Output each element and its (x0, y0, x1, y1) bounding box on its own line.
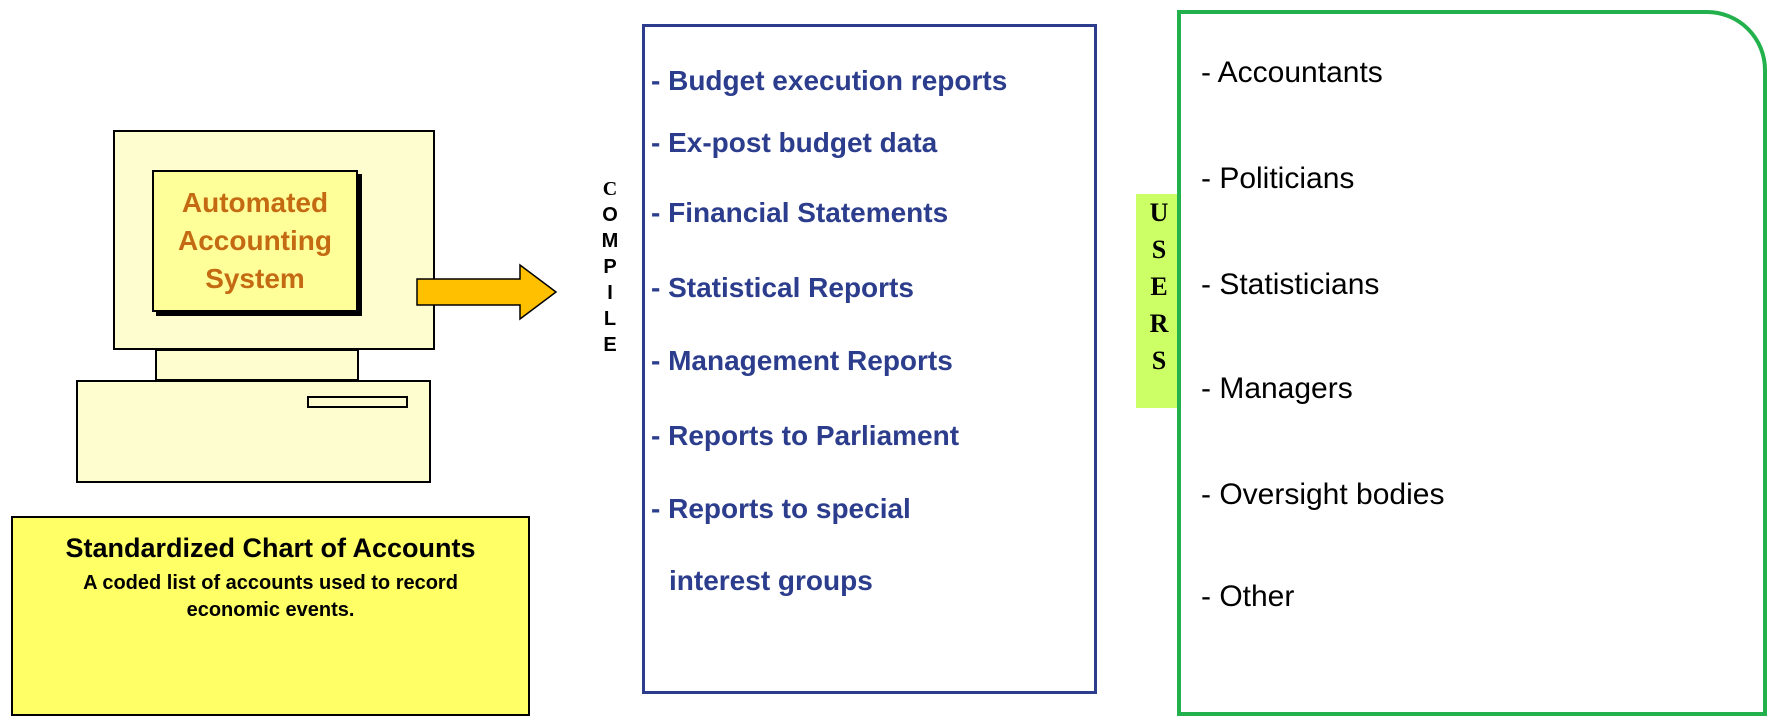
chart-of-accounts-description: A coded list of accounts used to record … (83, 572, 458, 621)
reports-box: - Budget execution reports - Ex-post budg… (642, 24, 1097, 694)
compile-letter: O (602, 204, 618, 226)
compile-letter: M (601, 230, 619, 252)
report-item: - Reports to Parliament (651, 420, 960, 451)
compile-letter: P (603, 256, 617, 278)
user-item: - Other (1201, 580, 1295, 613)
compile-letter: L (603, 308, 617, 330)
monitor-stand (155, 349, 359, 381)
user-item: - Politicians (1201, 162, 1355, 195)
compile-letter: C (602, 178, 618, 200)
report-item: - Statistical Reports (651, 272, 914, 303)
flow-arrow-icon (416, 263, 558, 321)
report-item: interest groups (669, 565, 873, 596)
compile-letter: E (603, 334, 617, 356)
disk-drive-slot (307, 396, 408, 408)
chart-of-accounts-box: Standardized Chart of Accounts A coded l… (11, 516, 530, 716)
report-item: - Ex-post budget data (651, 127, 938, 158)
user-item: - Statisticians (1201, 268, 1380, 301)
report-item: - Financial Statements (651, 197, 949, 228)
users-letter: S (1151, 346, 1167, 375)
arrow-shape (416, 263, 558, 321)
report-item: - Management Reports (651, 345, 953, 376)
users-letter: R (1149, 309, 1169, 338)
system-name: Automated Accounting System (178, 187, 332, 294)
users-letter: U (1149, 198, 1169, 227)
users-letter: E (1150, 272, 1168, 301)
report-item: - Budget execution reports (651, 65, 1008, 96)
user-item: - Managers (1201, 372, 1353, 405)
computer-screen: Automated Accounting System (152, 170, 358, 312)
compile-letter: I (607, 282, 613, 304)
users-letter: S (1151, 235, 1167, 264)
report-item: - Reports to special (651, 493, 911, 524)
user-item: - Oversight bodies (1201, 478, 1445, 511)
user-item: - Accountants (1201, 56, 1383, 89)
users-box: - Accountants - Politicians - Statistician… (1177, 10, 1767, 716)
chart-of-accounts-title: Standardized Chart of Accounts (65, 533, 476, 563)
